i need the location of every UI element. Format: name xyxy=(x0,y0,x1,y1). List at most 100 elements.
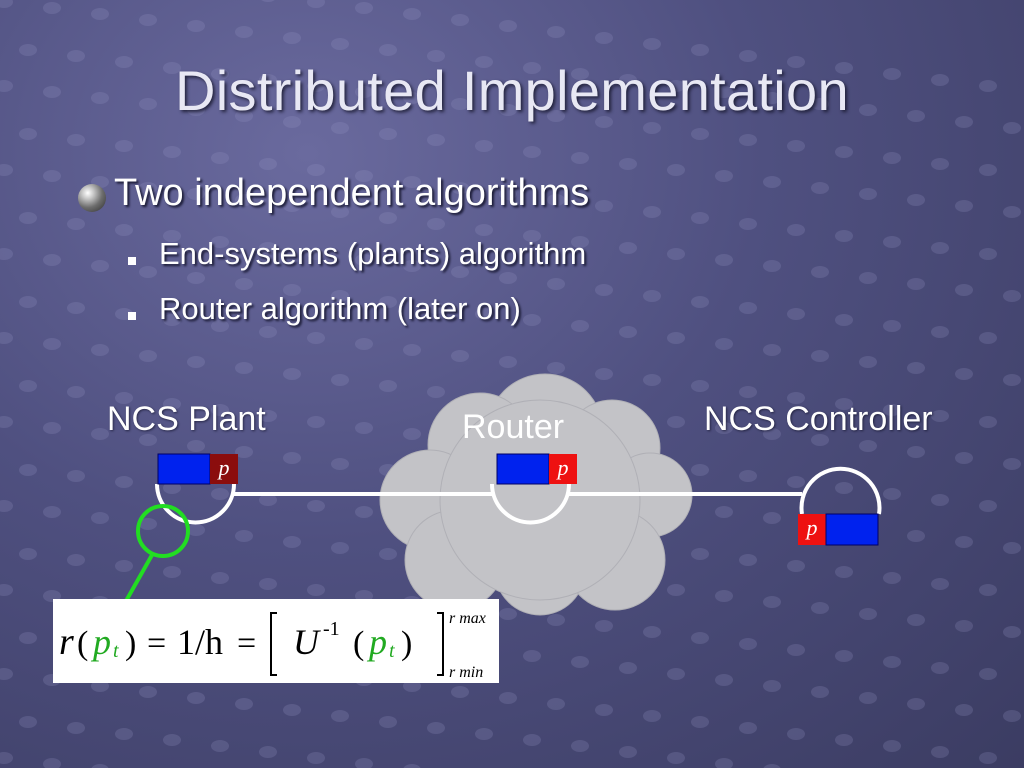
formula-p-2: p xyxy=(366,622,387,662)
background-dot xyxy=(547,110,565,122)
background-dot xyxy=(91,764,109,768)
background-dot xyxy=(1003,122,1021,134)
router-packet-tag xyxy=(549,454,577,484)
background-dot xyxy=(139,518,157,530)
background-dot xyxy=(139,14,157,26)
plant-packet-tag-label: p xyxy=(217,455,230,480)
background-dot xyxy=(715,86,733,98)
background-dot xyxy=(523,146,541,158)
background-dot xyxy=(91,512,109,524)
background-dot xyxy=(211,68,229,80)
background-dot xyxy=(1003,206,1021,218)
background-dot xyxy=(787,56,805,68)
background-dot xyxy=(907,194,925,206)
background-dot xyxy=(595,200,613,212)
background-dot xyxy=(43,86,61,98)
background-dot xyxy=(691,212,709,224)
background-dot xyxy=(355,506,373,518)
background-dot xyxy=(667,668,685,680)
background-dot xyxy=(1003,542,1021,554)
background-dot xyxy=(43,2,61,14)
formula-equals-2: = xyxy=(237,625,256,662)
subbullet-1: End-systems (plants) algorithm xyxy=(159,236,587,271)
background-dot xyxy=(619,242,637,254)
background-dot xyxy=(283,32,301,44)
background-dot xyxy=(139,182,157,194)
background-dot xyxy=(283,704,301,716)
background-dot xyxy=(427,386,445,398)
background-dot xyxy=(595,284,613,296)
background-dot xyxy=(427,722,445,734)
background-dot xyxy=(835,734,853,746)
background-dot xyxy=(643,206,661,218)
background-dot xyxy=(91,260,109,272)
background-dot xyxy=(643,374,661,386)
background-dot xyxy=(19,296,37,308)
formula-r: r xyxy=(59,621,74,663)
background-dot xyxy=(355,86,373,98)
formula-close-paren-2: ) xyxy=(401,625,412,662)
background-dot xyxy=(307,164,325,176)
background-dot xyxy=(763,344,781,356)
background-dot xyxy=(763,764,781,768)
background-dot xyxy=(883,68,901,80)
background-dot xyxy=(451,182,469,194)
background-dot xyxy=(571,320,589,332)
formula: r ( p t ) = 1/h = U -1 ( p t ) r max r m… xyxy=(59,610,486,681)
background-dot xyxy=(211,488,229,500)
background-dot xyxy=(547,26,565,38)
background-dot xyxy=(883,236,901,248)
background-dot xyxy=(427,218,445,230)
controller-packet-tag xyxy=(798,514,826,545)
background-dot xyxy=(1003,290,1021,302)
background-dot xyxy=(307,752,325,764)
background-dot xyxy=(355,254,373,266)
background-dot xyxy=(595,32,613,44)
router-label: Router xyxy=(462,408,565,446)
background-dot xyxy=(379,212,397,224)
background-dot xyxy=(331,542,349,554)
background-dot xyxy=(691,380,709,392)
background-dot xyxy=(499,608,517,620)
background-dot xyxy=(43,338,61,350)
background-dot xyxy=(43,758,61,768)
background-dot xyxy=(859,692,877,704)
background-dot xyxy=(475,224,493,236)
background-dot xyxy=(667,416,685,428)
background-dot xyxy=(499,356,517,368)
background-dot xyxy=(619,158,637,170)
formula-t-2: t xyxy=(389,640,395,662)
background-dot xyxy=(0,500,13,512)
controller-label: NCS Controller xyxy=(704,400,933,438)
background-dot xyxy=(835,230,853,242)
background-dot xyxy=(91,344,109,356)
background-dot xyxy=(739,722,757,734)
background-dot xyxy=(955,620,973,632)
background-dot xyxy=(211,152,229,164)
background-dot xyxy=(883,572,901,584)
background-dot xyxy=(115,224,133,236)
formula-r-max: r max xyxy=(449,610,486,627)
background-dot xyxy=(571,236,589,248)
formula-r-min: r min xyxy=(449,664,483,681)
background-dot xyxy=(715,674,733,686)
background-dot xyxy=(355,422,373,434)
formula-close-paren: ) xyxy=(125,625,136,662)
background-dot xyxy=(211,572,229,584)
background-dot xyxy=(811,686,829,698)
background-dot xyxy=(0,752,13,764)
background-dot xyxy=(67,386,85,398)
background-dot xyxy=(307,332,325,344)
background-dot xyxy=(187,272,205,284)
background-dot xyxy=(403,344,421,356)
background-dot xyxy=(451,350,469,362)
background-dot xyxy=(187,356,205,368)
background-dot xyxy=(739,134,757,146)
background-dot xyxy=(187,692,205,704)
background-dot xyxy=(643,290,661,302)
background-dot xyxy=(523,230,541,242)
background-dot xyxy=(451,98,469,110)
background-dot xyxy=(235,698,253,710)
background-dot xyxy=(763,92,781,104)
background-dot xyxy=(523,62,541,74)
